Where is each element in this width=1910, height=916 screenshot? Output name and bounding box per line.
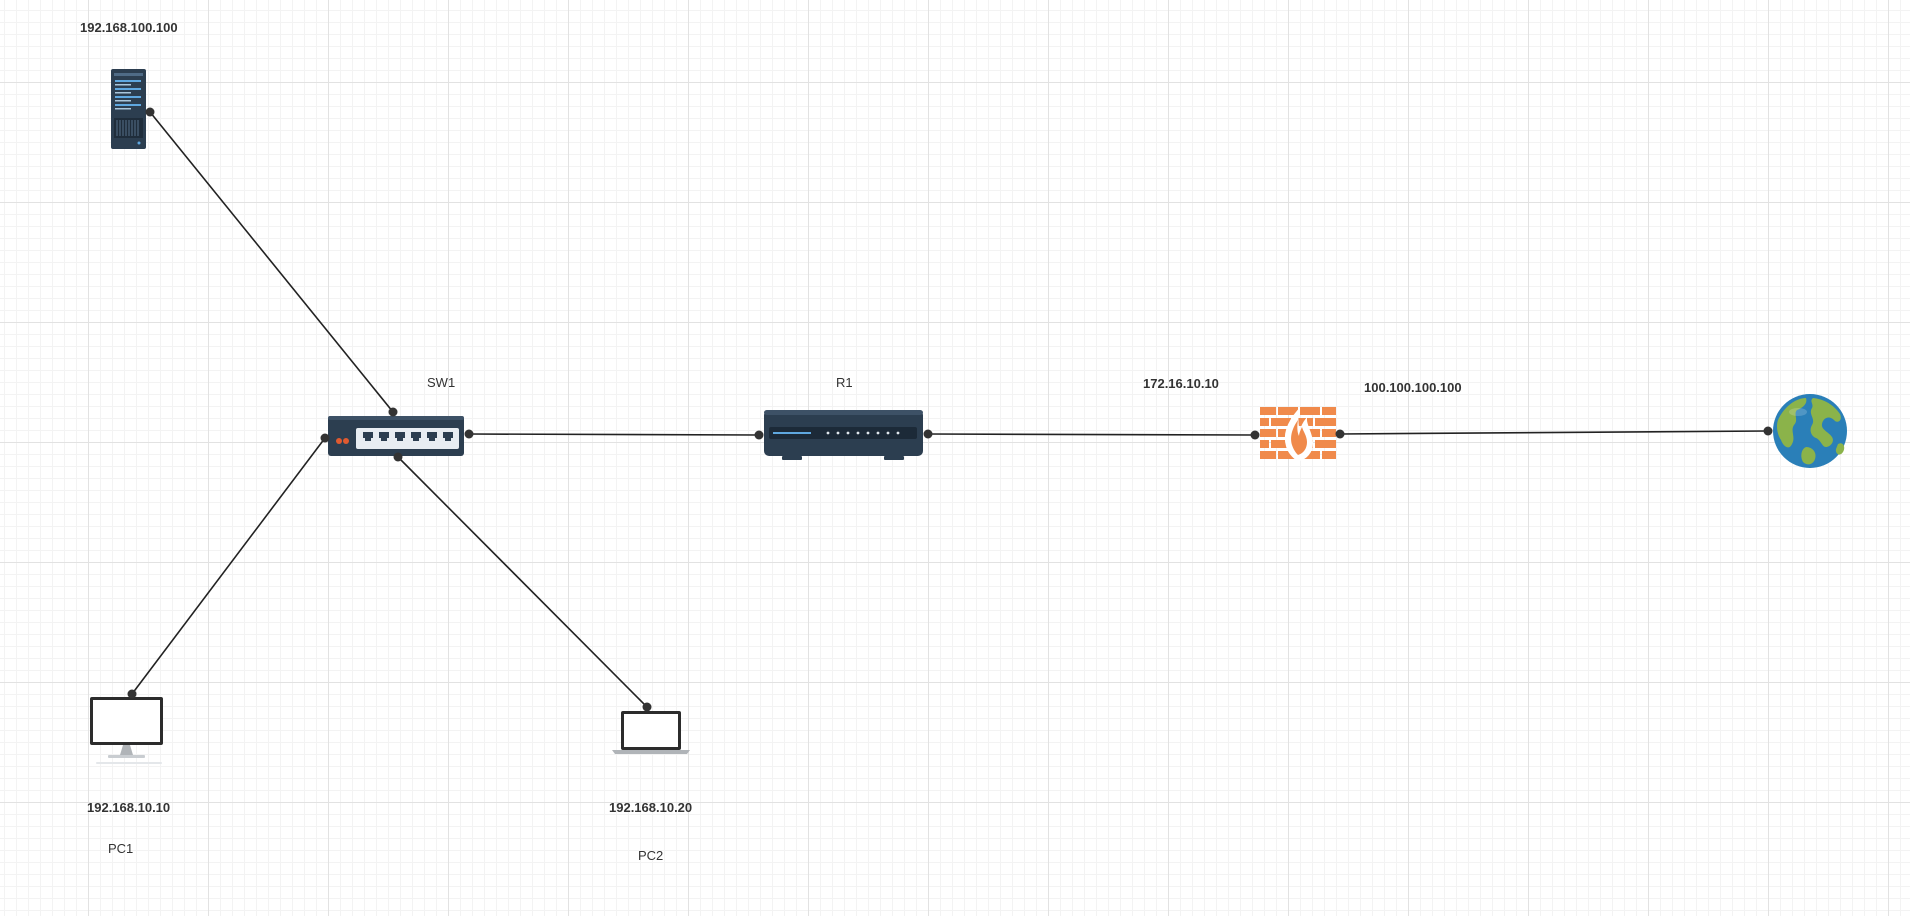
port-firewall-left[interactable]	[1250, 430, 1260, 440]
laptop-icon[interactable]	[612, 711, 690, 754]
monitor-icon[interactable]	[90, 697, 163, 764]
port-router-left[interactable]	[754, 430, 764, 440]
port-router-right[interactable]	[923, 429, 933, 439]
server-icon[interactable]	[111, 69, 146, 149]
firewall-outside-ip-label: 100.100.100.100	[1364, 380, 1462, 395]
port-switch-left[interactable]	[320, 433, 330, 443]
port-internet[interactable]	[1763, 426, 1773, 436]
port-switch-top[interactable]	[388, 407, 398, 417]
port-firewall-right[interactable]	[1335, 429, 1345, 439]
router-name-label: R1	[836, 375, 853, 390]
firewall-icon[interactable]	[1260, 407, 1336, 462]
firewall-inside-ip-label: 172.16.10.10	[1143, 376, 1219, 391]
switch-name-label: SW1	[427, 375, 456, 390]
switch-icon[interactable]	[328, 416, 464, 456]
link-switch-router[interactable]	[468, 433, 760, 436]
port-pc2[interactable]	[642, 702, 652, 712]
link-firewall-internet[interactable]	[1339, 430, 1769, 435]
pc1-name-label: PC1	[108, 841, 134, 856]
connection-points	[127, 107, 1773, 712]
pc1-ip-label: 192.168.10.10	[87, 800, 171, 815]
server-ip-label: 192.168.100.100	[80, 20, 178, 35]
pc2-ip-label: 192.168.10.20	[609, 800, 693, 815]
port-pc1[interactable]	[127, 689, 137, 699]
link-router-firewall[interactable]	[927, 433, 1256, 436]
pc2-name-label: PC2	[638, 848, 664, 863]
port-switch-right[interactable]	[464, 429, 474, 439]
globe-icon[interactable]	[1773, 394, 1847, 468]
link-pc1-switch[interactable]	[131, 437, 326, 695]
port-switch-bottom[interactable]	[393, 452, 403, 462]
router-icon[interactable]	[764, 410, 923, 460]
links	[131, 111, 1769, 708]
port-server[interactable]	[145, 107, 155, 117]
link-server-switch[interactable]	[149, 111, 394, 413]
link-pc2-switch[interactable]	[397, 456, 648, 708]
